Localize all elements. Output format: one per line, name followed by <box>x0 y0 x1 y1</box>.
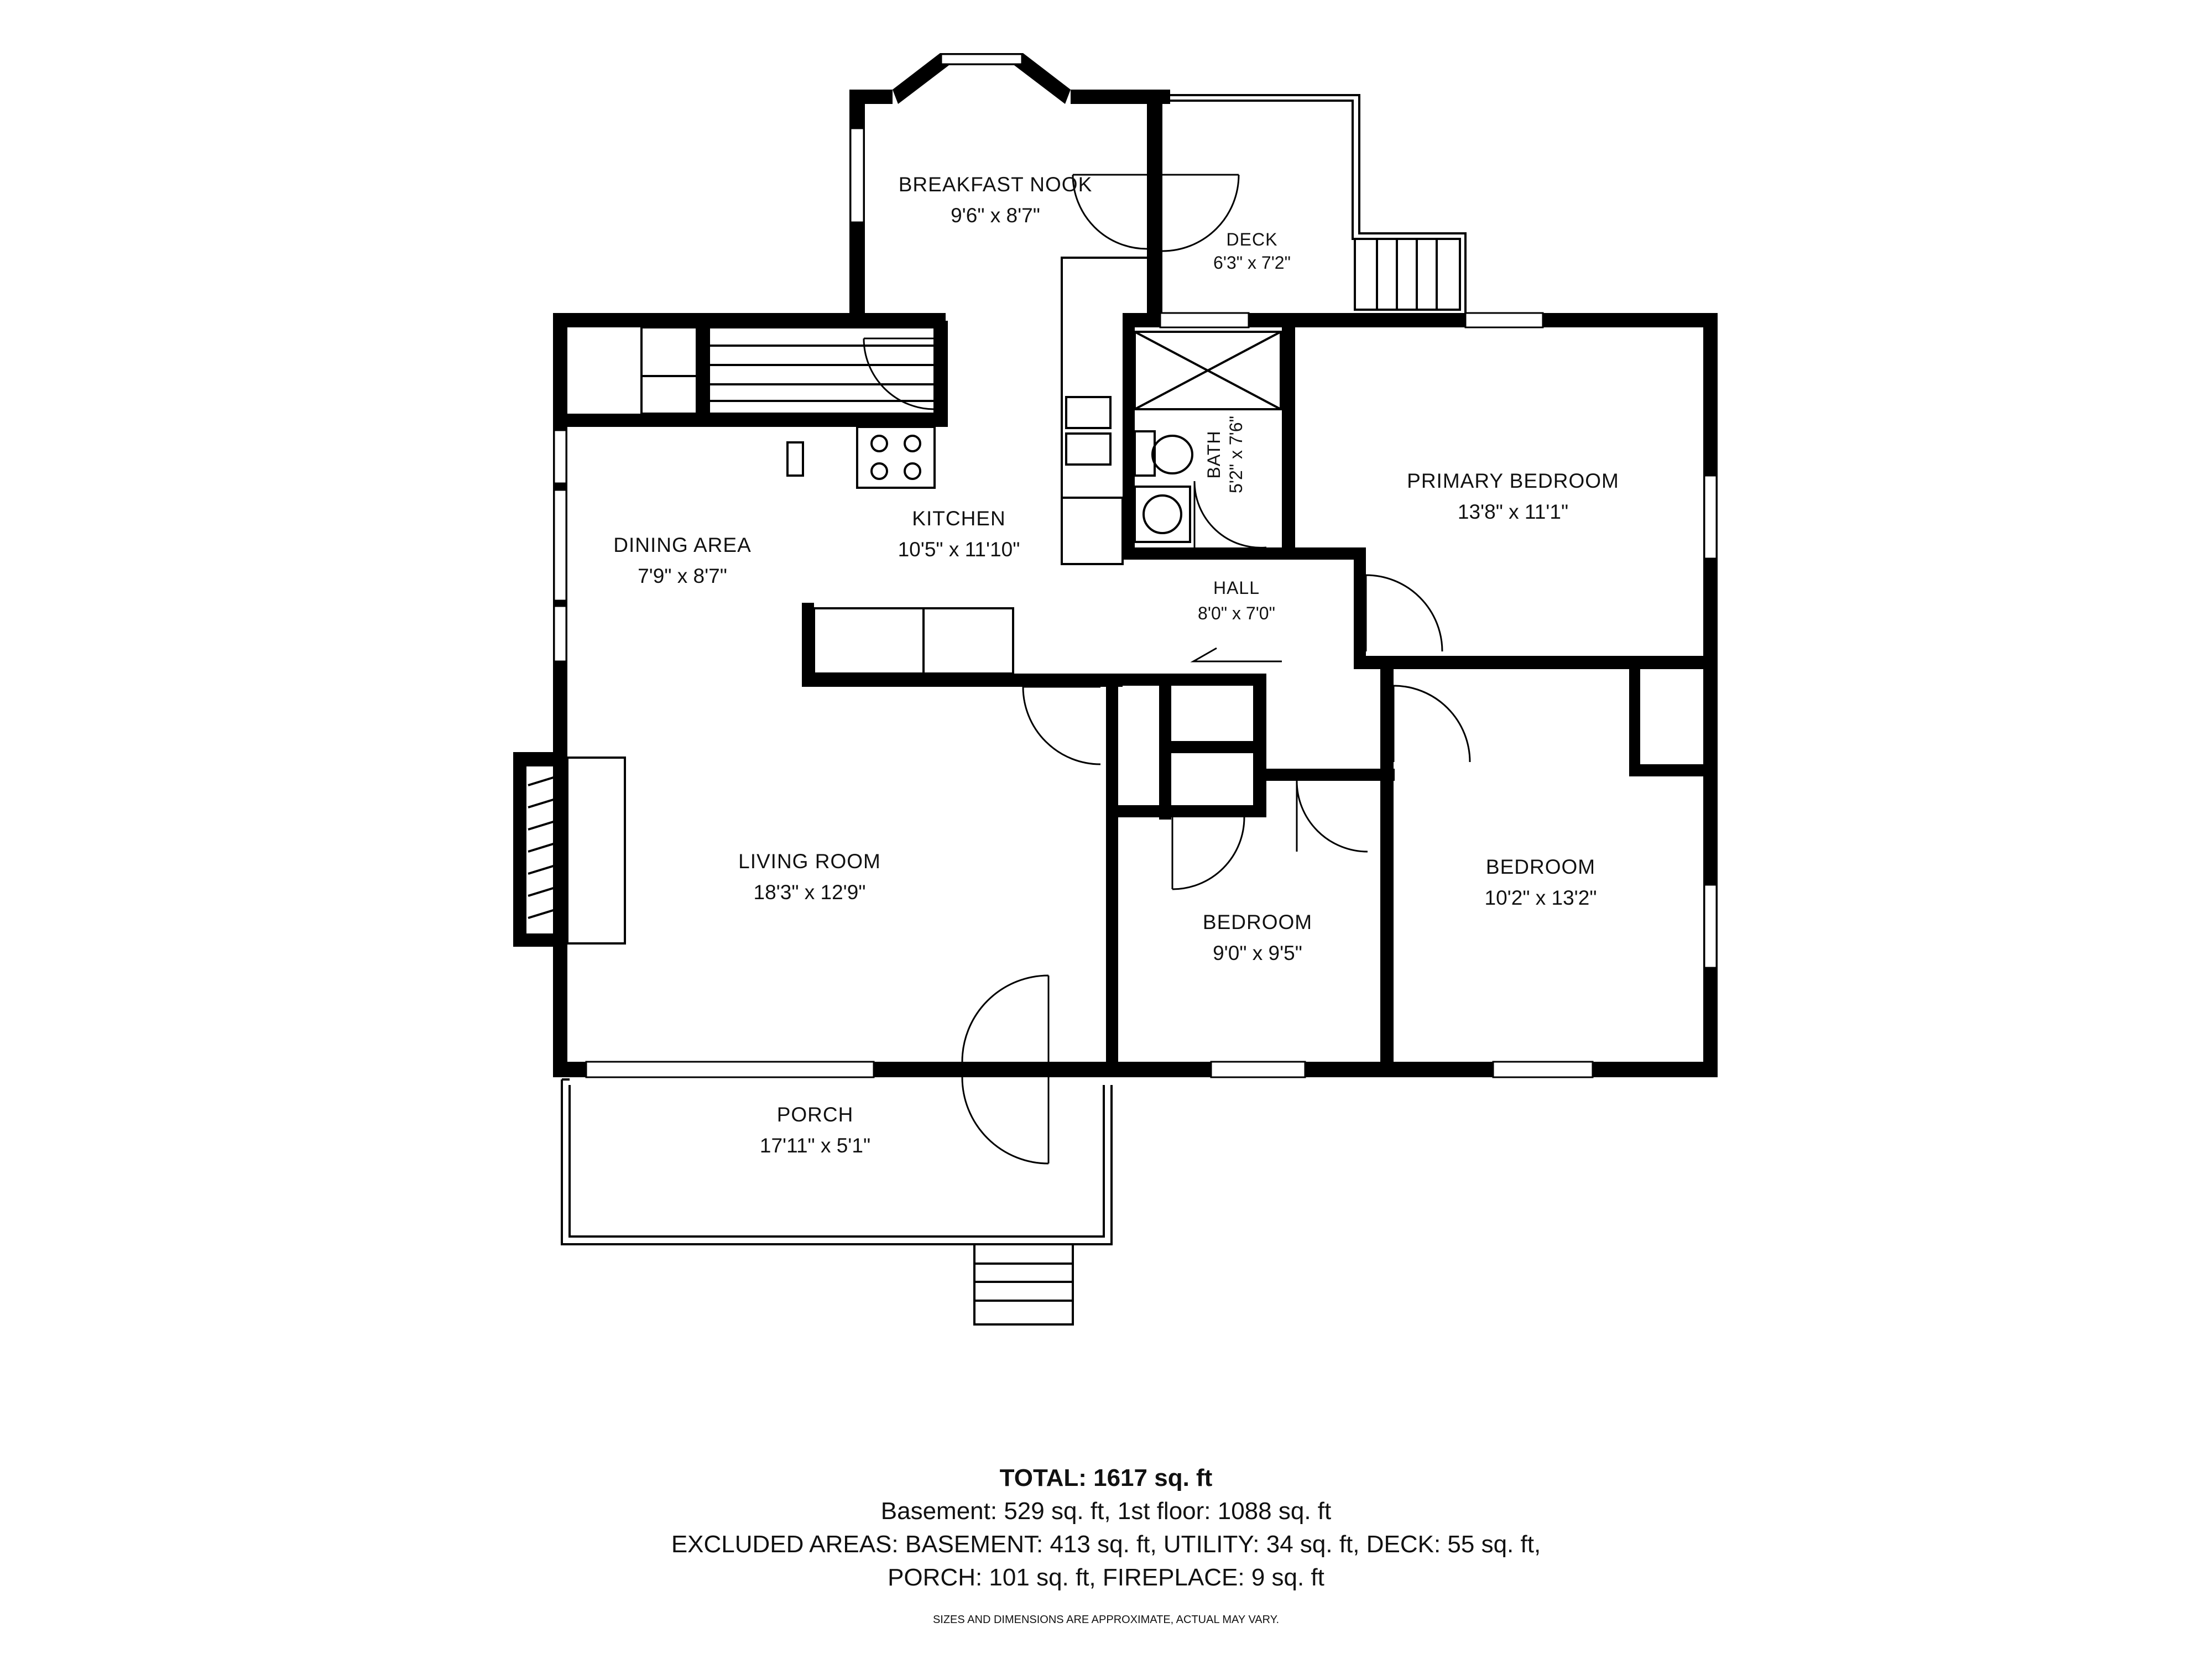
porch-stairs <box>973 1243 1074 1326</box>
room-dims-breakfast-nook: 9'6" x 8'7" <box>951 204 1040 227</box>
room-name-bedroom-small: BEDROOM <box>1203 911 1312 933</box>
room-dims-bedroom-small: 9'0" x 9'5" <box>1213 942 1302 964</box>
room-dims-living-room: 18'3" x 12'9" <box>754 881 866 904</box>
excluded-areas-line-1: EXCLUDED AREAS: BASEMENT: 413 sq. ft, UT… <box>671 1531 1541 1558</box>
room-name-hall: HALL <box>1213 578 1260 598</box>
doors <box>863 174 1471 1165</box>
excluded-areas-line-2: PORCH: 101 sq. ft, FIREPLACE: 9 sq. ft <box>888 1564 1324 1591</box>
room-dims-hall: 8'0" x 7'0" <box>1198 603 1275 623</box>
room-name-kitchen: KITCHEN <box>912 507 1005 530</box>
room-name-living-room: LIVING ROOM <box>738 850 881 873</box>
room-name-breakfast-nook: BREAKFAST NOOK <box>899 173 1093 196</box>
fixtures <box>524 257 1282 945</box>
floor-area-breakdown: Basement: 529 sq. ft, 1st floor: 1088 sq… <box>880 1498 1332 1525</box>
disclaimer: SIZES AND DIMENSIONS ARE APPROXIMATE, AC… <box>932 1614 1280 1626</box>
room-dims-dining-area: 7'9" x 8'7" <box>638 565 727 587</box>
room-name-porch: PORCH <box>777 1103 854 1126</box>
fireplace-hatch <box>528 773 565 919</box>
room-dims-deck: 6'3" x 7'2" <box>1213 253 1291 273</box>
room-dims-porch: 17'11" x 5'1" <box>760 1134 870 1157</box>
room-dims-bath: 5'2" x 7'6" <box>1226 416 1246 493</box>
room-name-bedroom-large: BEDROOM <box>1486 855 1595 878</box>
room-name-deck: DECK <box>1227 229 1278 249</box>
room-name-bath: BATH <box>1204 431 1224 479</box>
windows <box>553 53 1718 1078</box>
total-area-label: TOTAL: 1617 sq. ft <box>999 1464 1213 1491</box>
room-dims-kitchen: 10'5" x 11'10" <box>898 538 1020 561</box>
room-dims-primary-bedroom: 13'8" x 11'1" <box>1458 500 1568 523</box>
room-name-primary-bedroom: PRIMARY BEDROOM <box>1407 469 1619 492</box>
room-name-dining-area: DINING AREA <box>613 534 752 556</box>
deck-outline <box>1160 94 1467 316</box>
deck-stairs <box>1354 238 1461 311</box>
room-dims-bedroom-large: 10'2" x 13'2" <box>1485 886 1597 909</box>
